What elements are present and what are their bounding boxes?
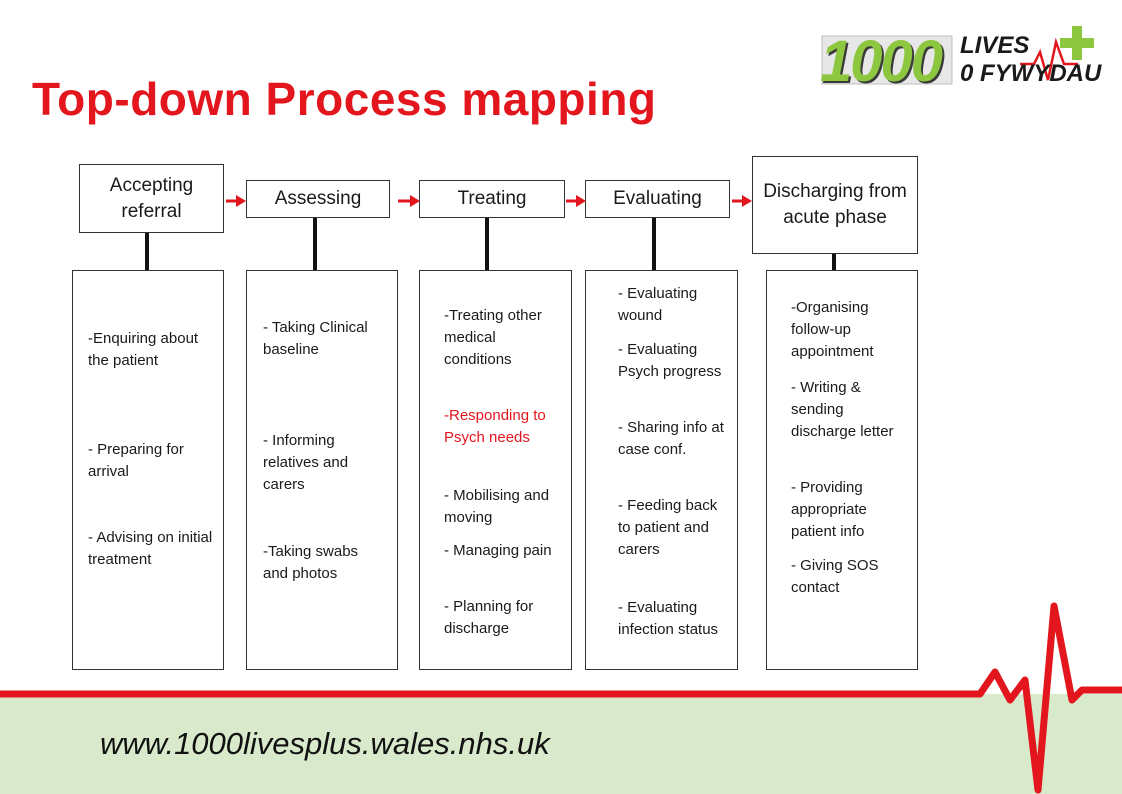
footer-band [0, 694, 1122, 794]
list-item: - Evaluating infection status [618, 599, 719, 638]
list-item: -Taking swabs and photos [263, 543, 359, 582]
logo-number: 1000 [820, 29, 943, 94]
stage-evaluating: Evaluating [585, 180, 730, 218]
page-title: Top-down Process mapping [32, 73, 657, 125]
list-item: - Advising on initial treatment [88, 529, 213, 568]
list-item: -Organising follow-up appointment [791, 299, 874, 360]
connector-line [485, 218, 489, 271]
connector-line [652, 218, 656, 271]
detail-box-treating: -Treating other medical conditions -Resp… [419, 270, 572, 670]
arrow-head [410, 195, 420, 207]
logo-line2: 0 FYWYDAU [960, 60, 1102, 87]
connector-line [832, 254, 836, 271]
list-item: - Evaluating Psych progress [618, 341, 722, 380]
arrow-head [742, 195, 752, 207]
logo: 1000 LIVES 0 FYWYDAU [820, 22, 1105, 94]
list-item: - Sharing info at case conf. [618, 419, 724, 458]
list-item: - Giving SOS contact [791, 557, 879, 596]
stage-treating: Treating [419, 180, 565, 218]
heartbeat-line [0, 602, 1122, 794]
stage-assessing: Assessing [246, 180, 390, 218]
detail-box-assessing: - Taking Clinical baseline - Informing r… [246, 270, 398, 670]
connector-line [313, 218, 317, 271]
logo-graphic [821, 26, 1094, 85]
stage-accepting-referral: Accepting referral [79, 164, 224, 233]
arrow-head [576, 195, 586, 207]
footer-url[interactable]: www.1000livesplus.wales.nhs.uk [100, 726, 550, 761]
list-item: - Mobilising and moving [444, 487, 550, 526]
list-item: -Treating other medical conditions [444, 307, 542, 368]
list-item: - Taking Clinical baseline [263, 319, 368, 358]
list-item: - Informing relatives and carers [263, 432, 349, 493]
connector-line [145, 233, 149, 271]
arrow-head [236, 195, 246, 207]
list-item: - Evaluating wound [618, 285, 698, 324]
list-item: - Managing pain [444, 542, 552, 559]
list-item-highlight: -Responding to Psych needs [444, 407, 546, 446]
detail-box-accepting: -Enquiring about the patient - Preparing… [72, 270, 224, 670]
detail-box-evaluating: - Evaluating wound - Evaluating Psych pr… [585, 270, 738, 670]
list-item: - Feeding back to patient and carers [618, 497, 718, 558]
list-item: - Providing appropriate patient info [791, 479, 867, 540]
list-item: - Preparing for arrival [88, 441, 184, 480]
stage-discharging: Discharging from acute phase [752, 156, 918, 254]
list-item: - Planning for discharge [444, 598, 534, 637]
list-item: - Writing & sending discharge letter [791, 379, 894, 440]
list-item: -Enquiring about the patient [88, 330, 199, 369]
logo-line1: LIVES [960, 32, 1030, 59]
detail-box-discharging: -Organising follow-up appointment - Writ… [766, 270, 918, 670]
